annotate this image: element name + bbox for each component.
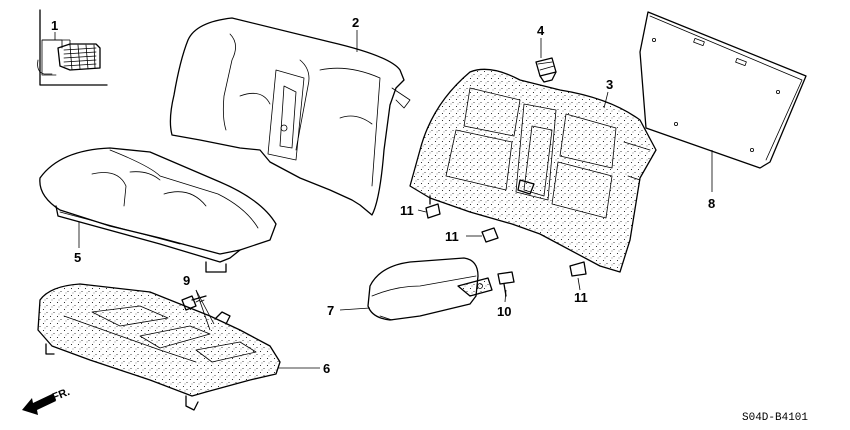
part-4-clip — [535, 57, 557, 83]
callout-3: 3 — [606, 77, 613, 92]
callout-6: 6 — [323, 361, 330, 376]
callout-11b: 11 — [445, 229, 459, 244]
part-2-seat-back-cover — [169, 17, 411, 216]
diagram-code: S04D-B4101 — [742, 412, 808, 424]
part-11-bolt-c — [569, 261, 587, 277]
callout-7: 7 — [327, 303, 334, 318]
part-11-bolt-b — [481, 227, 499, 243]
callout-2: 2 — [352, 15, 359, 30]
front-direction-arrow: FR. — [22, 386, 72, 415]
callout-1: 1 — [51, 18, 58, 33]
part-11-bolt-a — [425, 195, 441, 219]
callout-11c: 11 — [574, 290, 588, 305]
callout-10: 10 — [497, 304, 511, 319]
part-6-seat-cushion-pad — [37, 283, 281, 411]
part-3-seat-back-pad — [409, 68, 657, 273]
leader-lines — [42, 30, 713, 369]
callout-9: 9 — [183, 273, 190, 288]
callout-4: 4 — [537, 23, 545, 38]
part-5-seat-cushion-cover — [39, 147, 277, 273]
direction-label: FR. — [51, 386, 72, 404]
callout-11a: 11 — [400, 203, 414, 218]
callout-5: 5 — [74, 250, 81, 265]
part-8-rear-panel — [639, 11, 807, 169]
callout-8: 8 — [708, 196, 715, 211]
part-1-clip-kit — [37, 9, 108, 86]
part-7-armrest — [367, 257, 493, 321]
